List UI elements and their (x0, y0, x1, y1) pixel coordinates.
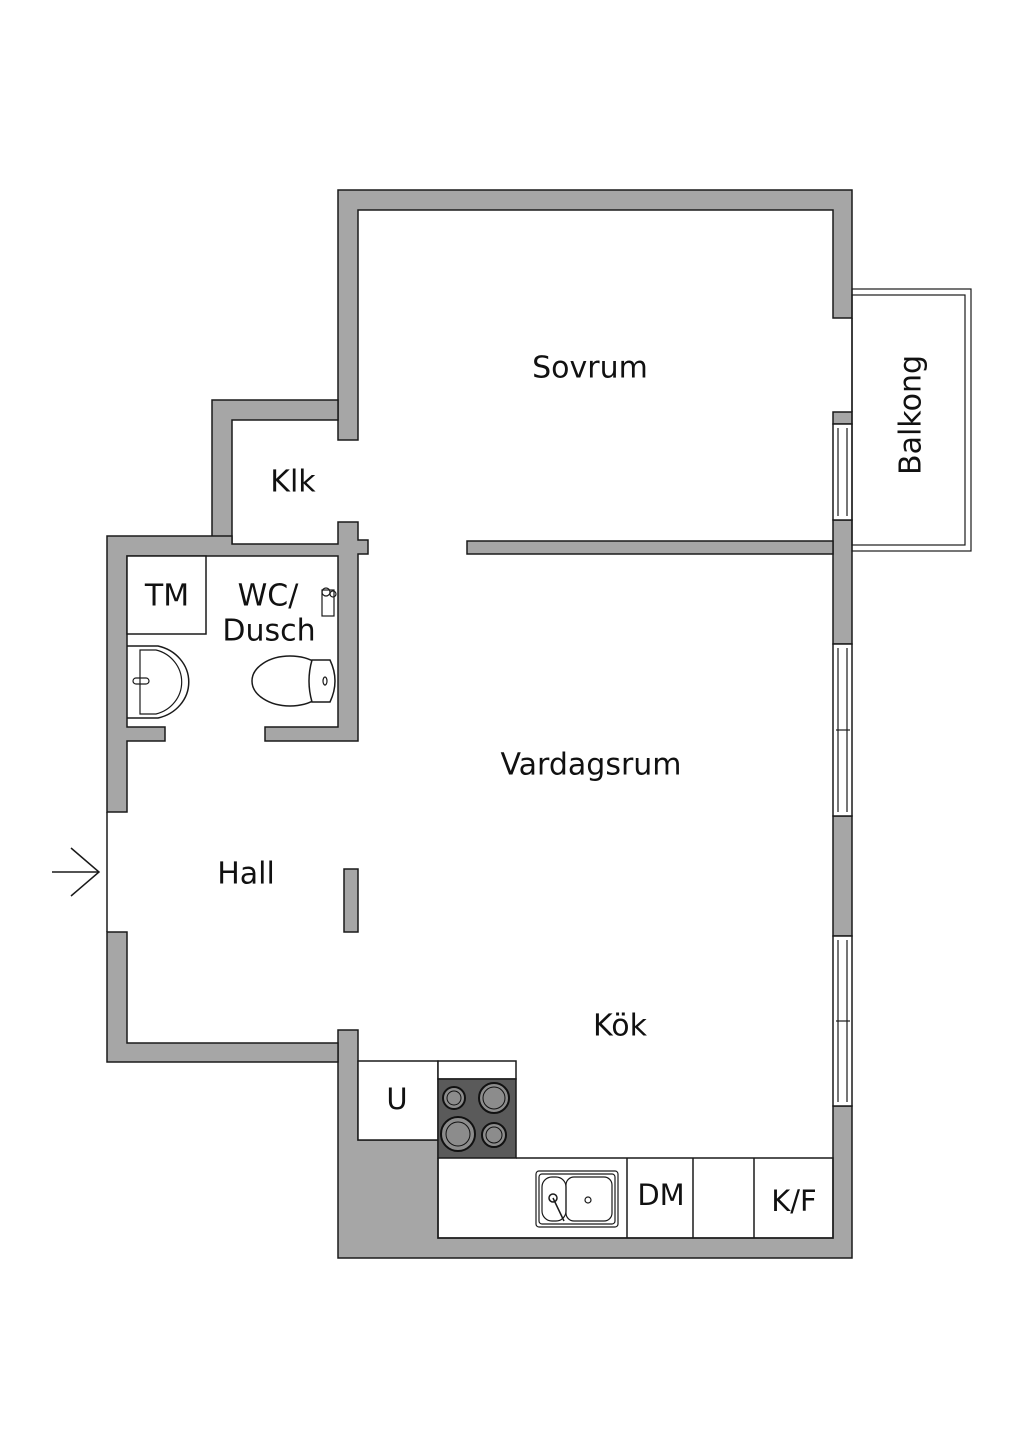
room-label-dusch: Dusch (222, 614, 315, 649)
entrance (52, 812, 108, 932)
room-label-wc: WC/ (238, 579, 300, 614)
sink-icon (127, 645, 190, 719)
fixture-label-u: U (386, 1082, 407, 1116)
room-label-tm: TM (144, 579, 189, 614)
oven-u (357, 1060, 439, 1141)
window-vardagsrum-1 (832, 643, 853, 817)
washing-machine-tm (126, 555, 207, 635)
kitchen-sink-icon (535, 1170, 619, 1228)
room-label-vardagsrum: Vardagsrum (500, 748, 681, 783)
bathroom-fixtures (126, 555, 337, 719)
entrance-arrow-icon (52, 847, 101, 897)
room-label-balkong: Balkong (894, 355, 929, 475)
window-sovrum (832, 423, 853, 521)
shower-faucet-icon (321, 587, 337, 617)
window-kok (832, 935, 853, 1107)
toilet-icon (251, 655, 336, 707)
room-label-sovrum: Sovrum (532, 351, 648, 386)
room-labels: Sovrum Balkong Klk TM WC/ Dusch Vardagsr… (144, 351, 929, 1219)
room-label-klk: Klk (270, 465, 316, 500)
fixture-label-kf: K/F (771, 1184, 816, 1218)
room-label-hall: Hall (217, 857, 275, 892)
walls (106, 189, 853, 1259)
kitchen-fixtures (357, 1060, 834, 1239)
windows (832, 318, 853, 1107)
fixture-label-dm: DM (637, 1178, 684, 1212)
room-label-kok: Kök (593, 1009, 648, 1044)
stove-icon (437, 1078, 517, 1159)
balcony (851, 288, 972, 552)
